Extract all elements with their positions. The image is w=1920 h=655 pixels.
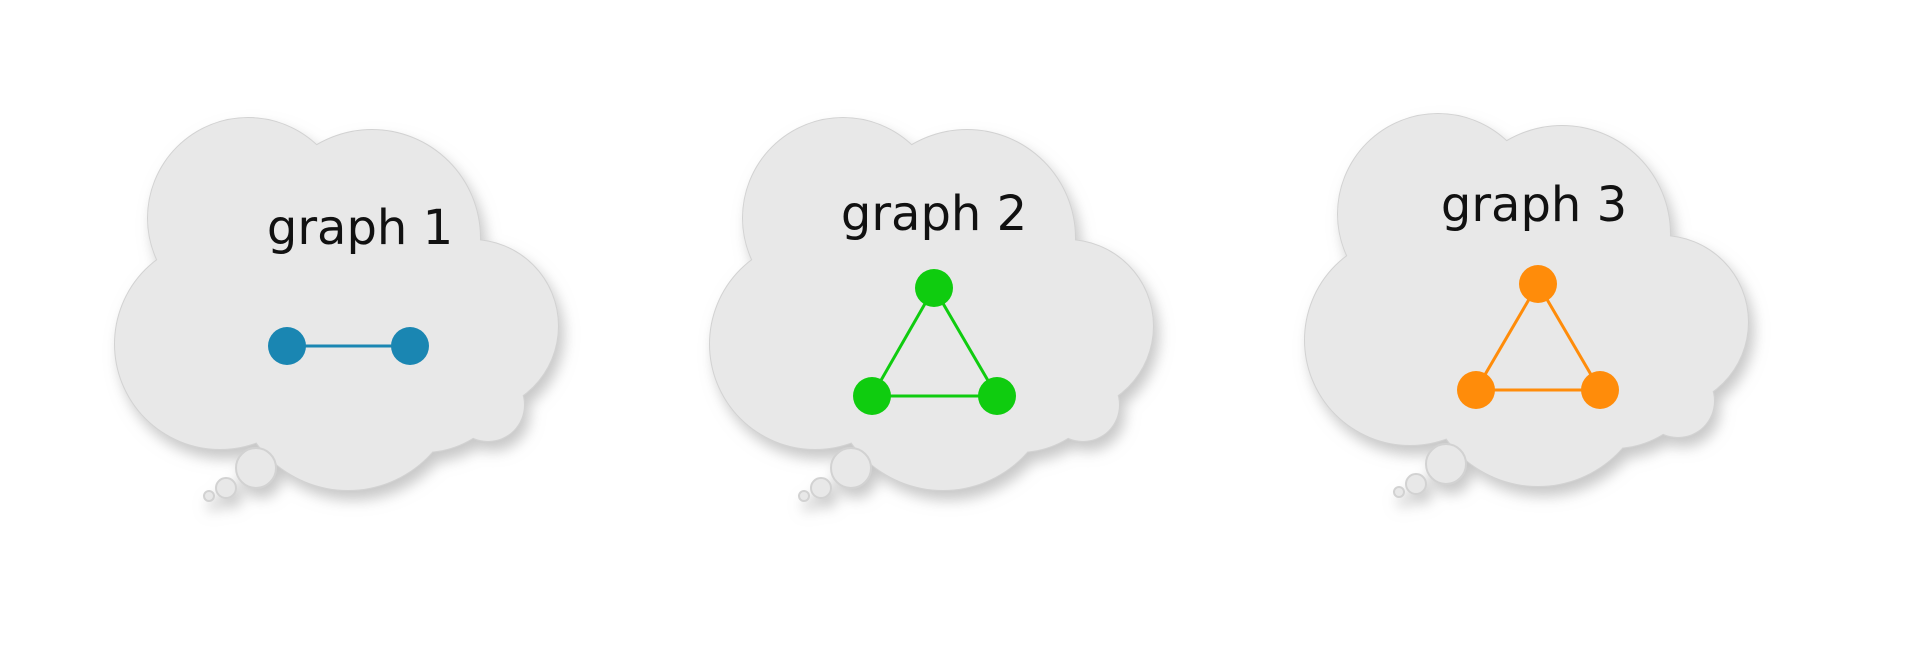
graph-title: graph 1 (267, 200, 453, 256)
graph-node (1457, 371, 1495, 409)
graph-edge (1474, 283, 1540, 391)
thought-bubble-1: graph 1 (114, 117, 559, 502)
graph-node (1581, 371, 1619, 409)
cloud-shape (114, 117, 559, 502)
graph-node (978, 377, 1016, 415)
graph-title: graph 2 (841, 186, 1027, 242)
graph-node (915, 269, 953, 307)
network-graph (853, 269, 1016, 415)
cloud-shape (709, 117, 1154, 502)
graph-edge (870, 287, 936, 397)
thought-bubble-3: graph 3 (1304, 113, 1749, 498)
graph-node (1519, 265, 1557, 303)
network-graph (268, 327, 429, 365)
graph-node (391, 327, 429, 365)
thought-bubble-2: graph 2 (709, 117, 1154, 502)
graph-title: graph 3 (1441, 177, 1627, 233)
network-graph (1457, 265, 1619, 409)
graph-edge (1536, 283, 1602, 391)
graph-node (268, 327, 306, 365)
graph-node (853, 377, 891, 415)
graph-edge (932, 287, 999, 397)
